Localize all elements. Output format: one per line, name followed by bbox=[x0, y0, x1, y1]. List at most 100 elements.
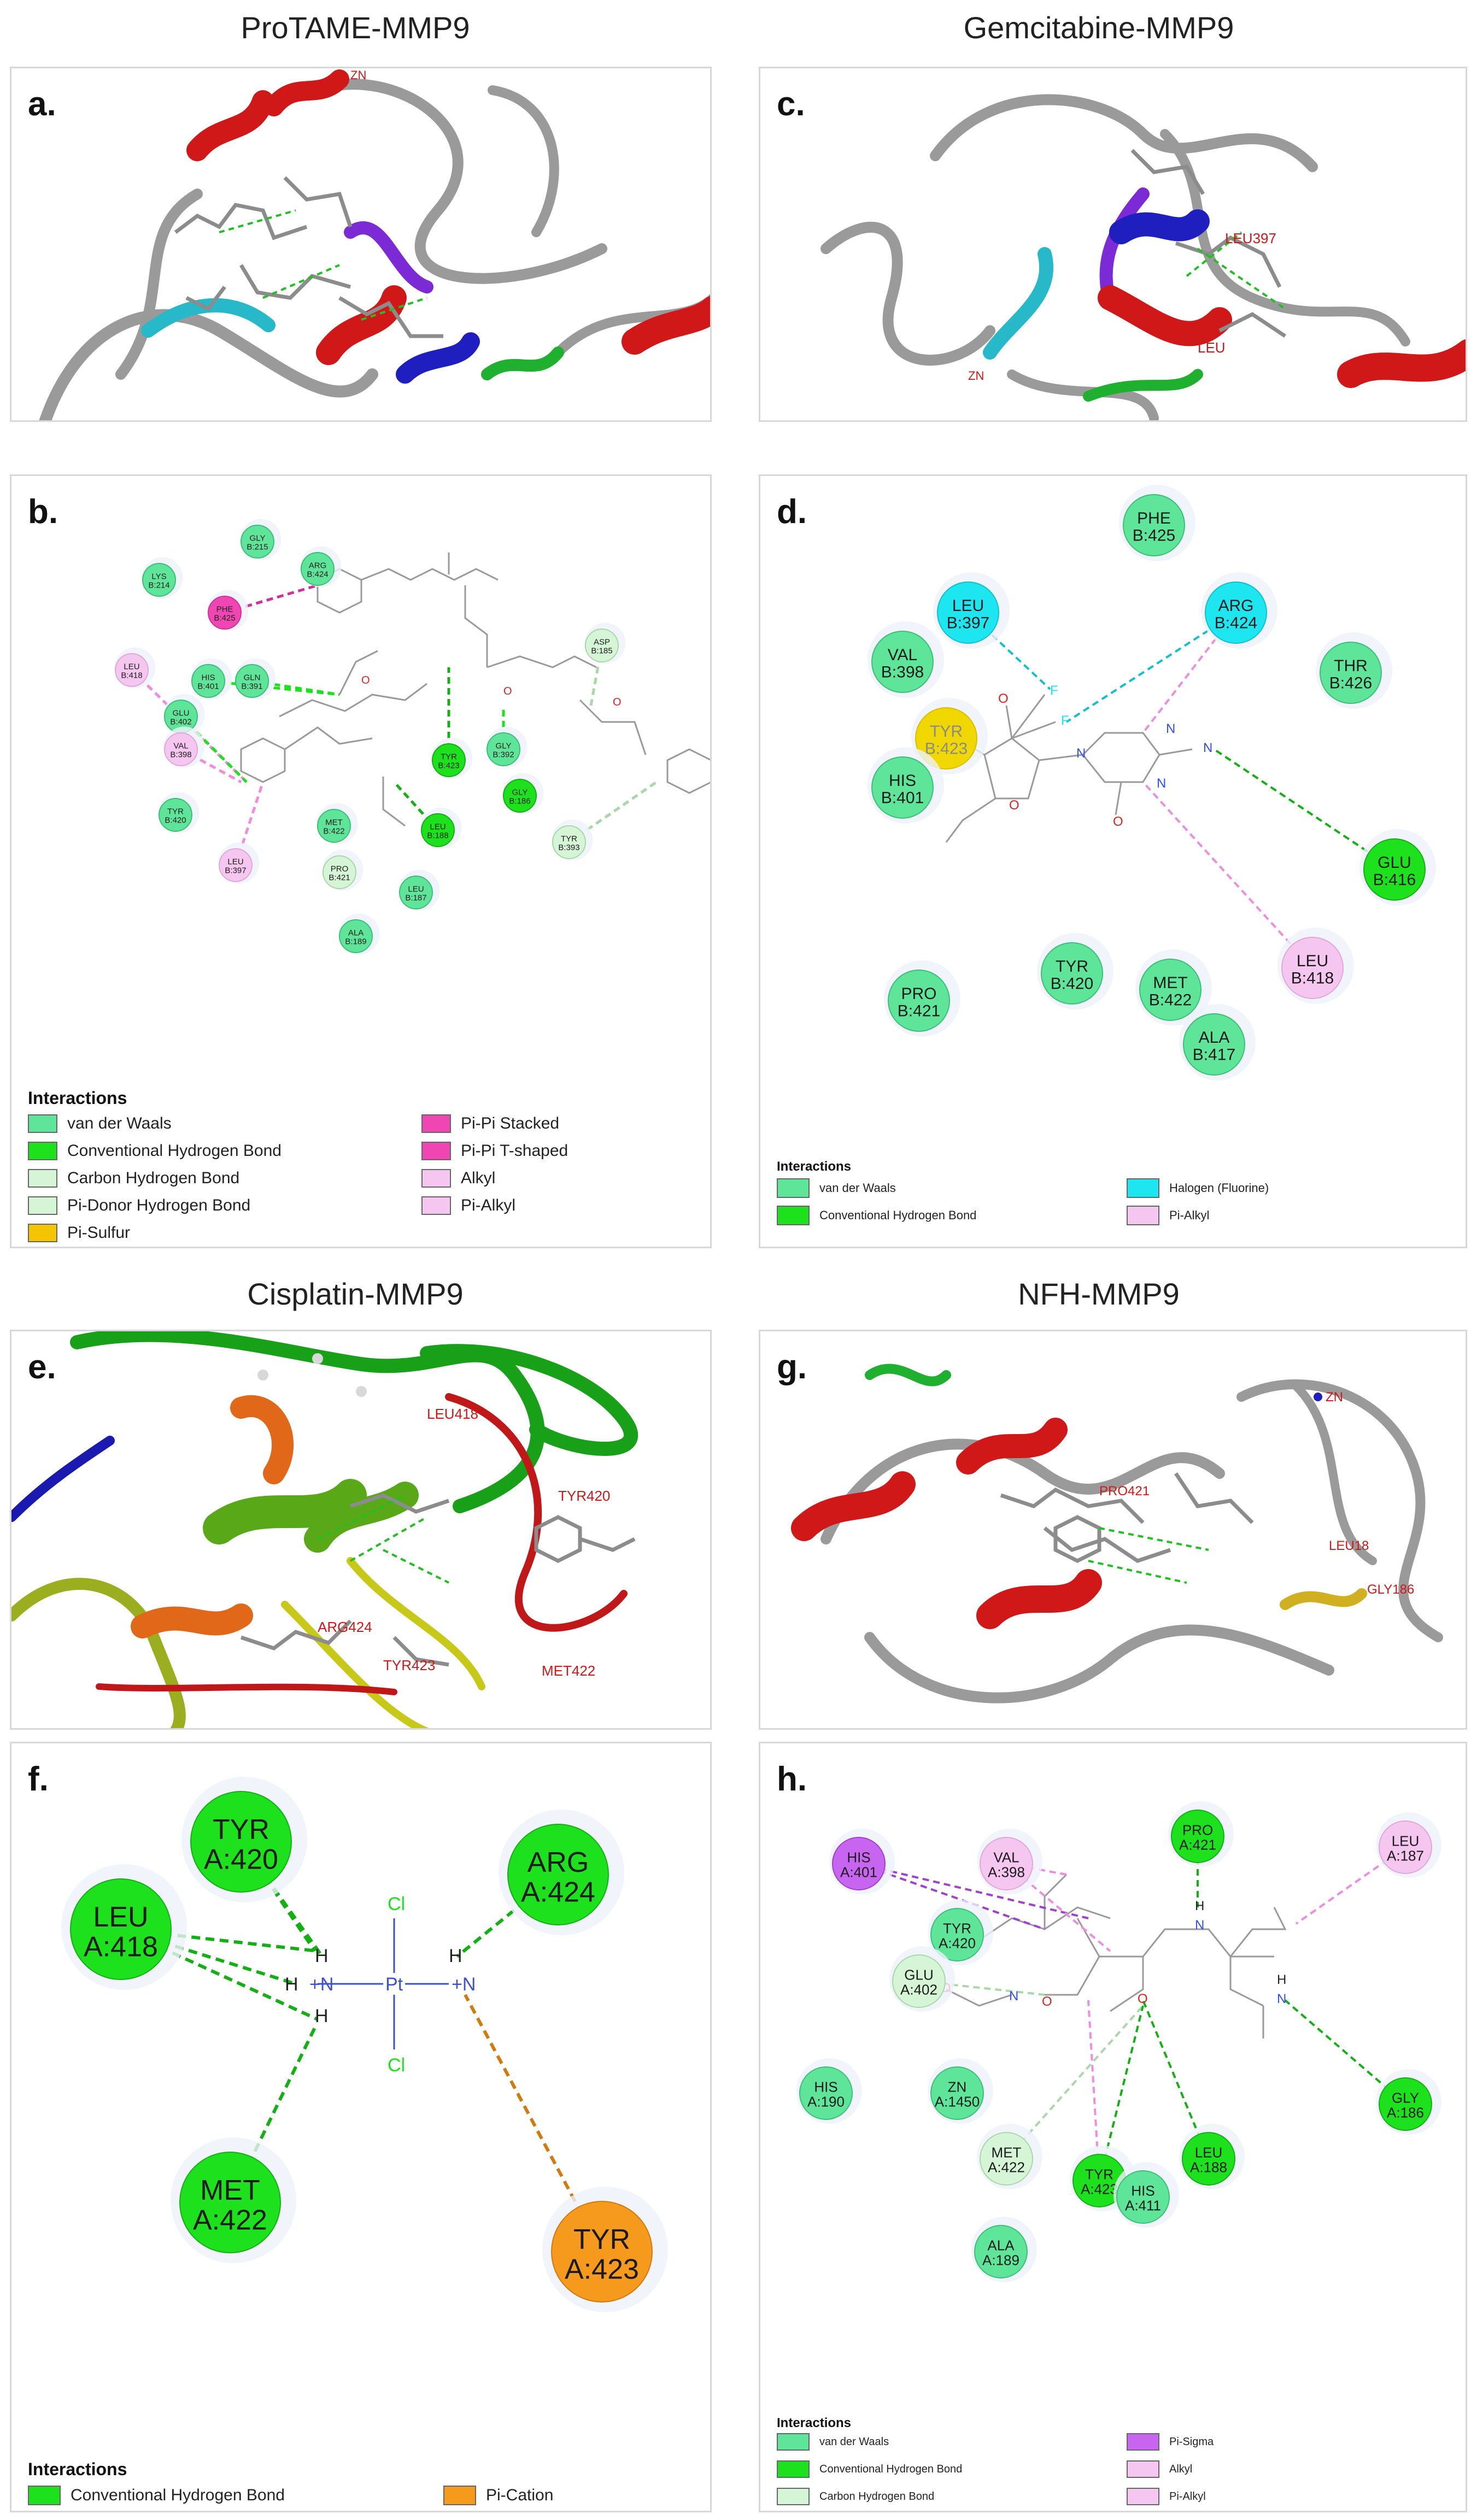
legend-swatch bbox=[1127, 1206, 1159, 1226]
structure-label-zn-a: ZN bbox=[350, 68, 366, 82]
residue-name: VAL bbox=[888, 646, 917, 664]
residue-number: A:189 bbox=[982, 2252, 1019, 2269]
residue-number: B:422 bbox=[323, 826, 344, 836]
legend-item-pi-donor-hydrogen-bond: Pi-Donor Hydrogen Bond bbox=[28, 1196, 250, 1215]
residue-number: B:391 bbox=[241, 682, 262, 691]
residue-name: LEU bbox=[1195, 2144, 1223, 2160]
residue-name: LEU bbox=[227, 857, 243, 867]
structure-label-gly186: GLY186 bbox=[1367, 1582, 1414, 1597]
legend-swatch bbox=[777, 2460, 810, 2478]
residue-circle bbox=[115, 653, 149, 687]
legend-item-pi-sigma: Pi-Sigma bbox=[1127, 2433, 1214, 2451]
legend-label: Pi-Cation bbox=[486, 2486, 554, 2504]
residue-circle bbox=[1041, 942, 1103, 1005]
residue-circle bbox=[832, 1837, 886, 1890]
residue-name: TYR bbox=[573, 2224, 630, 2255]
panel-a-structure: a. ZN bbox=[10, 67, 712, 422]
residue-number: A:423 bbox=[1081, 2181, 1118, 2198]
residue-number: B:420 bbox=[165, 815, 186, 825]
panel-f-letter: f. bbox=[28, 1760, 49, 1798]
residue-number: A:398 bbox=[988, 1864, 1025, 1881]
residue-circle bbox=[937, 581, 999, 644]
atom-n-top: N bbox=[1195, 1918, 1204, 1932]
residue-circle bbox=[219, 848, 253, 882]
residue-name: LEU bbox=[408, 885, 424, 894]
residue-circle bbox=[585, 628, 619, 662]
residue-number: A:418 bbox=[84, 1931, 158, 1963]
residue-name: LEU bbox=[952, 597, 984, 615]
residue-name: PHE bbox=[1137, 509, 1171, 527]
residue-circle bbox=[179, 2152, 281, 2253]
structure-label-zn-c: ZN bbox=[968, 369, 984, 383]
residue-circle bbox=[1281, 937, 1344, 999]
structure-label-tyr420: TYR420 bbox=[558, 1488, 610, 1504]
residue-name: LYS bbox=[151, 572, 166, 581]
residue-name: TYR bbox=[1056, 958, 1088, 976]
legend-item-halogen-fluorine-: Halogen (Fluorine) bbox=[1127, 1178, 1269, 1199]
legend-label: Carbon Hydrogen Bond bbox=[67, 1169, 240, 1187]
residue-name: VAL bbox=[173, 742, 188, 751]
residue-circle bbox=[1116, 2170, 1170, 2224]
residue-circle bbox=[888, 970, 950, 1032]
residue-name: ZN bbox=[948, 2078, 967, 2095]
residue-number: A:401 bbox=[840, 1864, 877, 1881]
protein-render-e: LEU418 TYR420 ARG424 TYR423 MET422 bbox=[11, 1331, 638, 1728]
residue-name: MET bbox=[1153, 974, 1187, 992]
residue-circle bbox=[1171, 1810, 1224, 1863]
residue-name: VAL bbox=[993, 1849, 1019, 1865]
legend-item-conventional-hydrogen-bond: Conventional Hydrogen Bond bbox=[777, 2460, 962, 2478]
legend-label: Alkyl bbox=[461, 1169, 496, 1187]
legend-label: Conventional Hydrogen Bond bbox=[819, 2463, 963, 2475]
svg-text:O: O bbox=[361, 674, 370, 686]
interaction-line bbox=[1087, 2000, 1100, 2181]
atom-cl-top: Cl bbox=[388, 1894, 405, 1914]
residue-name: ASP bbox=[594, 638, 610, 647]
residue-circle bbox=[142, 563, 176, 597]
structure-label-met422: MET422 bbox=[542, 1663, 595, 1679]
panel-c-structure: c. LEU397 LEU ZN bbox=[759, 67, 1467, 422]
residue-number: B:188 bbox=[427, 831, 448, 840]
legend-swatch bbox=[28, 2486, 61, 2505]
residue-name: TYR bbox=[441, 753, 457, 762]
residue-number: B:215 bbox=[247, 542, 268, 551]
legend-swatch bbox=[777, 2488, 810, 2505]
legend-label: Pi-Alkyl bbox=[1169, 2490, 1206, 2503]
legend-swatch bbox=[777, 2433, 810, 2451]
residue-name: HIS bbox=[1131, 2182, 1154, 2199]
residue-circle bbox=[191, 664, 225, 698]
legend-label: Pi-Donor Hydrogen Bond bbox=[67, 1196, 251, 1214]
legend-f-title: Interactions bbox=[28, 2459, 127, 2479]
residue-circle bbox=[930, 2066, 984, 2120]
residue-number: B:421 bbox=[898, 1002, 940, 1020]
legend-swatch bbox=[28, 1142, 57, 1160]
residue-number: A:1450 bbox=[935, 2094, 980, 2110]
residue-circle bbox=[974, 2225, 1028, 2278]
atom-n2: N bbox=[1166, 721, 1175, 736]
legend-item-conventional-hydrogen-bond: Conventional Hydrogen Bond bbox=[777, 1206, 976, 1226]
residue-number: B:187 bbox=[405, 893, 426, 902]
residue-circle bbox=[1139, 959, 1201, 1021]
interaction-diagram-d: F F O O N N N O N PHEB:425LEUB:397ARGB:4… bbox=[868, 485, 1436, 1080]
residue-circle bbox=[208, 596, 242, 630]
residue-number: A:187 bbox=[1387, 1848, 1424, 1864]
residue-number: B:423 bbox=[438, 761, 459, 770]
interaction-line bbox=[967, 612, 1051, 690]
residue-number: B:425 bbox=[1133, 527, 1175, 545]
residue-name: ARG bbox=[1218, 597, 1253, 615]
